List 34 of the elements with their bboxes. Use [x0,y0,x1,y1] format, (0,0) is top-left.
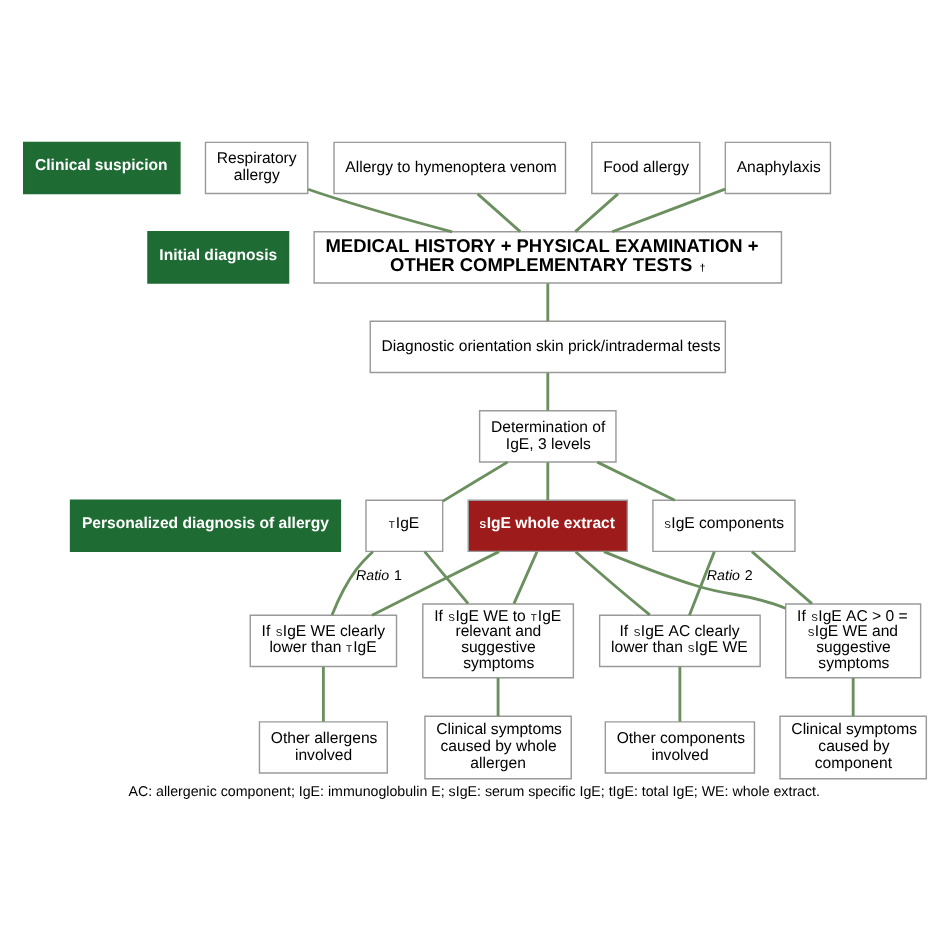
node-box: Clinical suspicion [21,141,180,195]
node-box: Allergy to hymenoptera venom [332,141,566,195]
node-box: Anaphylaxis [723,141,831,195]
node-box: Other components involved [603,721,755,774]
connector [610,187,725,234]
connector [370,550,499,617]
connector [573,550,650,616]
node-box: Determination of IgE, 3 levels [477,410,616,463]
connector [422,550,469,605]
connector [475,192,521,233]
connector [677,666,681,722]
node-box: Clinical symptoms caused by component [778,715,927,780]
connector [495,678,499,717]
node-box: Food allergy [590,141,700,195]
connector [573,192,618,233]
connector [595,460,675,502]
connector [850,678,854,717]
node-box: Initial diagnosis [146,231,289,284]
connector [545,372,549,411]
connector [545,462,549,501]
connector [750,550,812,605]
connector [602,550,785,610]
node-box: Personalized diagnosis of allergy [68,499,341,553]
connector [545,283,549,322]
connector [441,460,508,503]
connector [687,551,715,616]
connector [320,666,324,722]
node-box: Clinical symptoms caused by whole allergen [423,715,571,780]
connector [306,187,452,234]
node-box: Diagnostic orientation skin prick/intradermal tests [368,320,726,374]
node-box: Respiratory allergy [203,141,308,195]
connector [511,551,538,605]
connector [329,550,373,616]
node-box: Other allergens involved [257,721,387,774]
